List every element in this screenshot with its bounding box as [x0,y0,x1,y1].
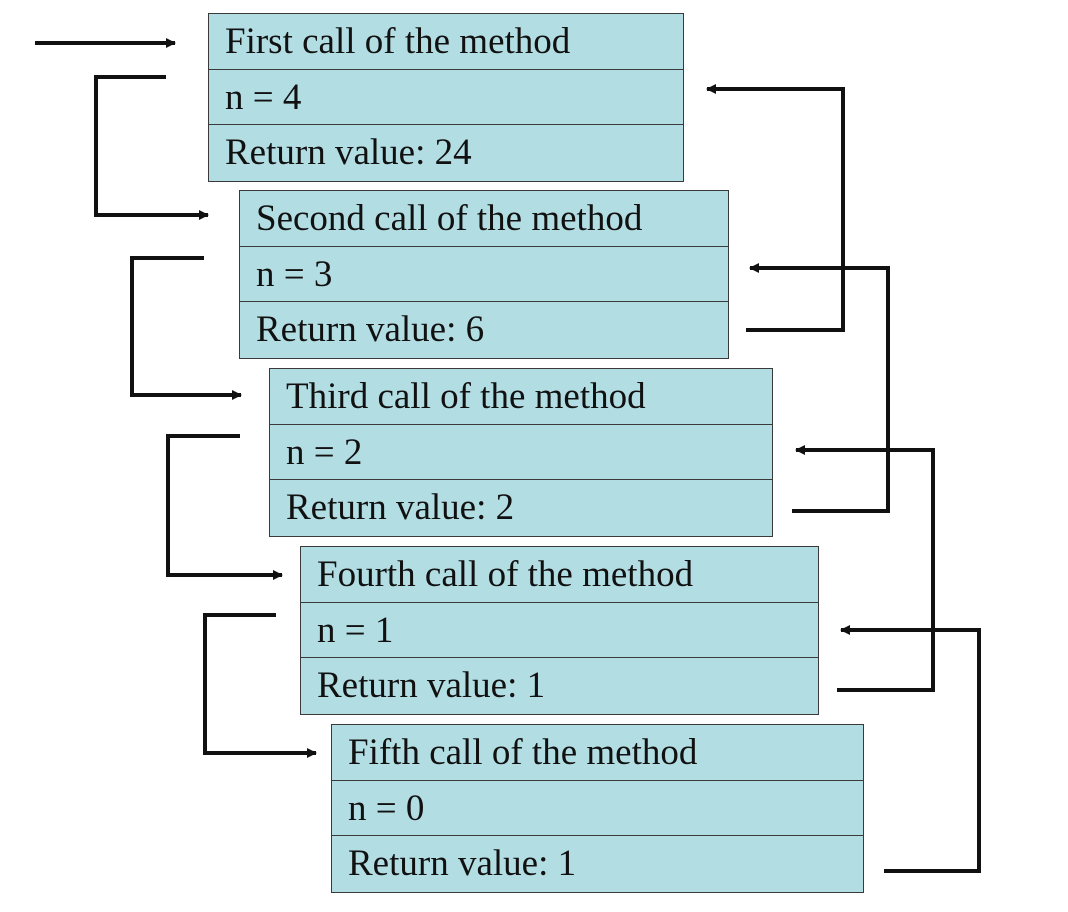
return-arrow-3-to-2 [749,263,890,513]
frame-return-value: Return value: 6 [256,309,485,351]
call-frame-1: First call of the method n = 4 Return va… [208,13,684,182]
frame-return-value: Return value: 1 [317,665,546,707]
return-arrow-4-to-3 [795,445,935,692]
frame-return-value: Return value: 1 [348,843,577,885]
frame-return-value: Return value: 24 [225,132,472,174]
call-arrow-2-to-3 [130,256,242,400]
call-arrow-4-to-5 [203,613,317,758]
return-arrow-5-to-4 [840,625,981,873]
frame-title: Second call of the method [240,191,728,247]
frame-param: n = 4 [209,70,683,126]
call-frame-3: Third call of the method n = 2 Return va… [269,368,773,537]
frame-title: Fifth call of the method [332,725,863,781]
frame-title: Fourth call of the method [301,547,818,603]
frame-param: n = 0 [332,781,863,837]
call-arrow-1-to-2 [94,75,209,220]
call-arrow-3-to-4 [166,434,283,580]
frame-return-value: Return value: 2 [286,487,515,529]
frame-param: n = 3 [240,247,728,303]
call-frame-5: Fifth call of the method n = 0 Return va… [331,724,864,893]
frame-param: n = 2 [270,425,772,481]
frame-title: Third call of the method [270,369,772,425]
frame-param: n = 1 [301,603,818,659]
return-arrow-2-to-1 [706,84,845,332]
call-frame-4: Fourth call of the method n = 1 Return v… [300,546,819,715]
call-frame-2: Second call of the method n = 3 Return v… [239,190,729,359]
frame-title: First call of the method [209,14,683,70]
